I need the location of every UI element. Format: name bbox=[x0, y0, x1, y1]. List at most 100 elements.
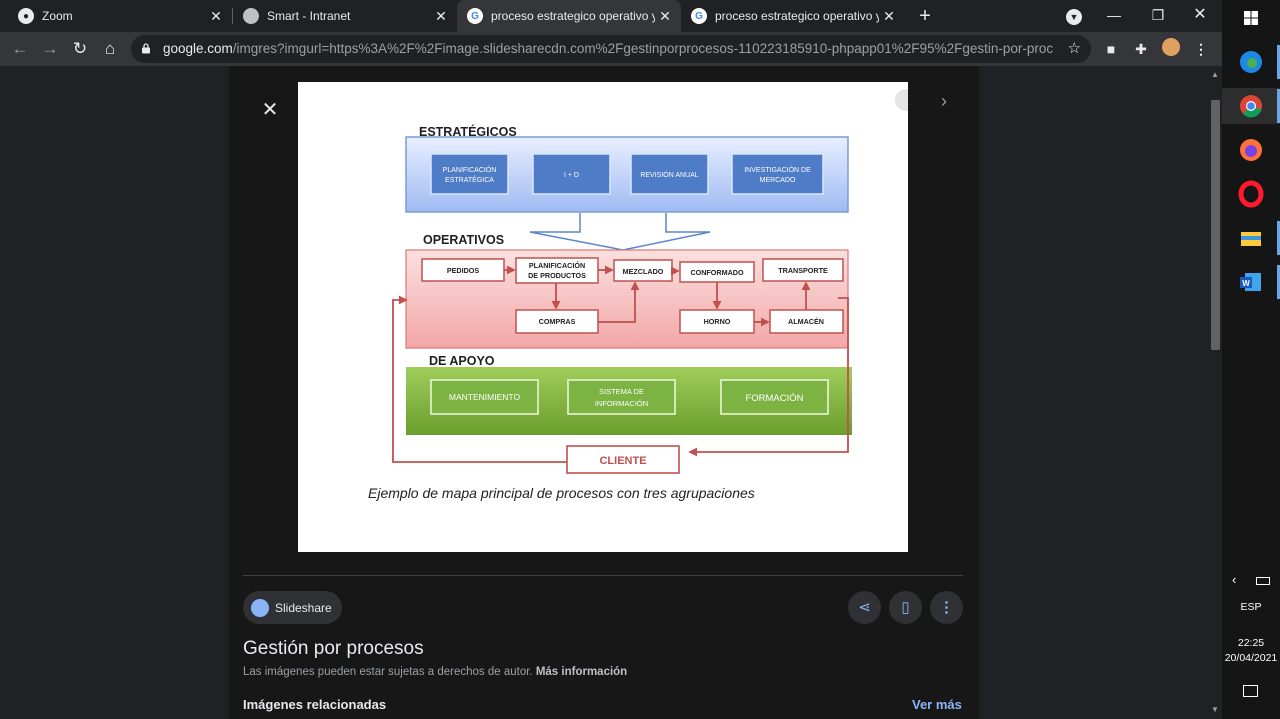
google-icon: G bbox=[691, 8, 707, 24]
svg-text:W: W bbox=[1242, 279, 1250, 288]
tab-title: Smart - Intranet bbox=[267, 9, 351, 23]
close-window-button[interactable]: ✕ bbox=[1193, 6, 1207, 23]
box-i-d bbox=[532, 153, 611, 195]
close-viewer-button[interactable]: ✕ bbox=[261, 99, 279, 121]
diagram-caption: Ejemplo de mapa principal de procesos co… bbox=[368, 485, 755, 501]
url-host: google.com bbox=[163, 41, 233, 56]
minimize-button[interactable]: — bbox=[1107, 7, 1121, 23]
tab-search-button[interactable]: ▼ bbox=[1052, 0, 1096, 32]
browser-toolbar: ← → ↻ ⌂ google.com/imgres?imgurl=https%3… bbox=[0, 32, 1222, 66]
tab-proceso[interactable]: G proceso estrategico operativo y c ✕ bbox=[681, 0, 905, 32]
more-info-link[interactable]: Más información bbox=[535, 666, 628, 678]
box-revision-anual-label: REVISIÓN ANUAL bbox=[640, 170, 698, 179]
source-name: Slideshare bbox=[275, 600, 332, 615]
box-sistema-informacion bbox=[567, 379, 676, 415]
windows-taskbar: W ‹ ESP 22:25 20/04/2021 bbox=[1222, 0, 1280, 719]
estrategicos-label: ESTRATÉGICOS bbox=[419, 124, 517, 139]
save-button[interactable]: ▯ bbox=[889, 591, 922, 624]
box-conformado-label: CONFORMADO bbox=[690, 268, 744, 277]
tab-close-icon[interactable]: ✕ bbox=[659, 7, 671, 24]
arrow-transporte-cliente bbox=[688, 297, 849, 457]
word-running-indicator bbox=[1277, 265, 1280, 299]
scroll-down-arrow-icon[interactable]: ▼ bbox=[1211, 705, 1219, 714]
globe-icon bbox=[243, 8, 259, 24]
strategic-to-operative-arrow bbox=[529, 213, 711, 251]
arrow-compras-mezclado bbox=[598, 281, 640, 323]
next-image-button[interactable]: › bbox=[941, 91, 947, 111]
box-almacen-label: ALMACÉN bbox=[788, 317, 824, 326]
box-cliente-label: CLIENTE bbox=[599, 455, 646, 467]
more-vert-icon: ⋮ bbox=[939, 599, 954, 616]
language-indicator[interactable]: ESP bbox=[1240, 601, 1262, 613]
tray-expand-icon[interactable]: ‹ bbox=[1232, 572, 1237, 587]
box-compras-label: COMPRAS bbox=[539, 317, 576, 326]
opera-icon[interactable] bbox=[1237, 180, 1265, 208]
url-path: /imgres?imgurl=https%3A%2F%2Fimage.slide… bbox=[232, 41, 1053, 56]
image-title[interactable]: Gestión por procesos bbox=[243, 638, 424, 659]
back-button[interactable]: ← bbox=[11, 39, 29, 58]
box-revision-anual bbox=[630, 153, 709, 195]
box-investigacion-mercado bbox=[731, 153, 824, 195]
box-cliente bbox=[566, 445, 680, 474]
clock-date[interactable]: 20/04/2021 bbox=[1224, 652, 1278, 664]
tab-zoom[interactable]: ● Zoom ✕ bbox=[8, 0, 232, 32]
firefox-icon[interactable] bbox=[1237, 136, 1265, 164]
clock-time[interactable]: 22:25 bbox=[1237, 637, 1265, 649]
tab-separator bbox=[232, 8, 233, 24]
more-options-button[interactable]: ⋮ bbox=[930, 591, 963, 624]
tab-title: Zoom bbox=[42, 9, 73, 23]
battery-icon[interactable] bbox=[1256, 577, 1270, 585]
tab-proceso-active[interactable]: G proceso estrategico operativo y c ✕ bbox=[457, 0, 681, 32]
apoyo-label: DE APOYO bbox=[429, 354, 495, 368]
chrome-running-indicator bbox=[1277, 89, 1280, 123]
extensions-puzzle-icon[interactable]: ✚ bbox=[1135, 41, 1147, 57]
box-formacion bbox=[720, 379, 829, 415]
extension-cube-icon[interactable]: ■ bbox=[1106, 41, 1116, 57]
tab-close-icon[interactable]: ✕ bbox=[883, 7, 895, 24]
forward-button[interactable]: → bbox=[41, 39, 59, 58]
zoom-icon: ● bbox=[18, 8, 34, 24]
box-mantenimiento-label: MANTENIMIENTO bbox=[449, 392, 521, 402]
chrome-icon[interactable] bbox=[1237, 92, 1265, 120]
lock-icon bbox=[142, 43, 150, 54]
scroll-up-arrow-icon[interactable]: ▲ bbox=[1211, 70, 1219, 79]
copyright-text: Las imágenes pueden estar sujetas a dere… bbox=[243, 666, 533, 678]
page-scrollbar[interactable]: ▲ ▼ bbox=[1208, 66, 1222, 719]
new-tab-button[interactable]: + bbox=[919, 5, 931, 27]
tab-close-icon[interactable]: ✕ bbox=[435, 7, 447, 24]
page-content: ✕ ‹ › ESTRATÉGICOS PLAN bbox=[0, 66, 1208, 719]
related-images-heading: Imágenes relacionadas bbox=[243, 697, 387, 712]
operativos-label: OPERATIVOS bbox=[423, 233, 504, 247]
globe-icon bbox=[251, 598, 269, 617]
tab-smart-intranet[interactable]: Smart - Intranet ✕ bbox=[233, 0, 457, 32]
file-explorer-icon[interactable] bbox=[1237, 224, 1265, 252]
box-horno-label: HORNO bbox=[704, 317, 731, 326]
word-icon[interactable]: W bbox=[1237, 268, 1265, 296]
share-button[interactable]: ⋖ bbox=[848, 591, 881, 624]
see-more-link[interactable]: Ver más bbox=[912, 697, 962, 712]
copyright-notice: Las imágenes pueden estar sujetas a dere… bbox=[243, 666, 627, 678]
bookmark-star-icon[interactable]: ☆ bbox=[1067, 40, 1081, 57]
windows-start-icon[interactable] bbox=[1237, 4, 1265, 32]
box-pedidos-label: PEDIDOS bbox=[447, 266, 480, 275]
source-chip[interactable]: Slideshare bbox=[243, 591, 342, 624]
edge-icon[interactable] bbox=[1237, 48, 1265, 76]
home-button[interactable]: ⌂ bbox=[104, 39, 116, 58]
address-bar[interactable]: google.com/imgres?imgurl=https%3A%2F%2Fi… bbox=[131, 35, 1091, 63]
browser-menu-icon[interactable]: ⋮ bbox=[1194, 41, 1208, 57]
restore-button[interactable]: ❐ bbox=[1151, 7, 1165, 23]
reload-button[interactable]: ↻ bbox=[72, 39, 88, 58]
box-mantenimiento bbox=[430, 379, 539, 415]
box-mezclado-label: MEZCLADO bbox=[623, 267, 664, 276]
notifications-icon[interactable] bbox=[1243, 685, 1258, 697]
box-transporte bbox=[762, 258, 844, 282]
profile-avatar[interactable] bbox=[1160, 38, 1182, 60]
tab-close-icon[interactable]: ✕ bbox=[210, 7, 222, 24]
scrollbar-thumb[interactable] bbox=[1211, 100, 1220, 350]
